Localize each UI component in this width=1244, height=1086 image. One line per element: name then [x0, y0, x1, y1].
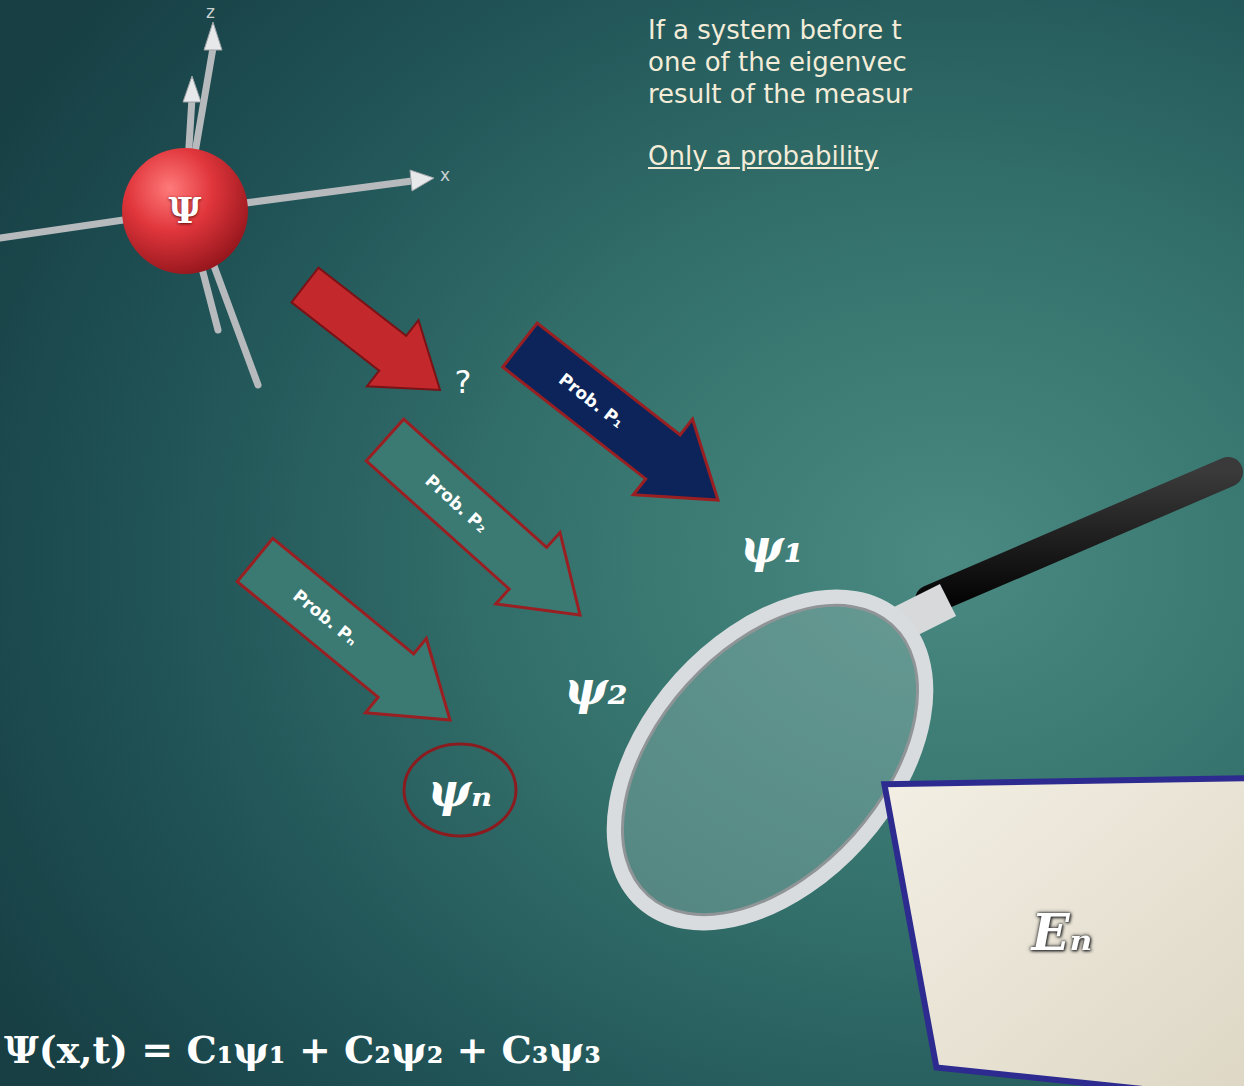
wavefunction-equation: Ψ(x,t) = C₁ψ₁ + C₂ψ₂ + C₃ψ₃ — [4, 1028, 601, 1072]
question-mark: ? — [455, 364, 472, 401]
node-text: ψₙ — [428, 765, 492, 816]
eigenstate-label: ψ₁ — [740, 520, 803, 573]
probability-arrow — [503, 323, 718, 500]
node-text: Ψ — [169, 191, 202, 231]
note-line: result of the measur — [648, 80, 912, 110]
result-screen: Eₙ — [880, 778, 1244, 1086]
probability-arrow — [366, 419, 580, 615]
eigenstate-label: ψ₂ — [564, 662, 627, 715]
note-line: If a system before t — [648, 16, 902, 46]
note-line: Only a probability — [648, 142, 879, 172]
axis-label: x — [440, 166, 450, 186]
particle-sphere: Ψ — [122, 148, 248, 274]
probability-arrow — [237, 538, 450, 720]
collapse-arrow — [292, 268, 441, 390]
note-line: one of the eigenvec — [648, 48, 907, 78]
node-text: Eₙ — [1031, 905, 1092, 960]
axis-label: z — [206, 3, 215, 23]
eigenstate-circle: ψₙ — [402, 742, 518, 838]
